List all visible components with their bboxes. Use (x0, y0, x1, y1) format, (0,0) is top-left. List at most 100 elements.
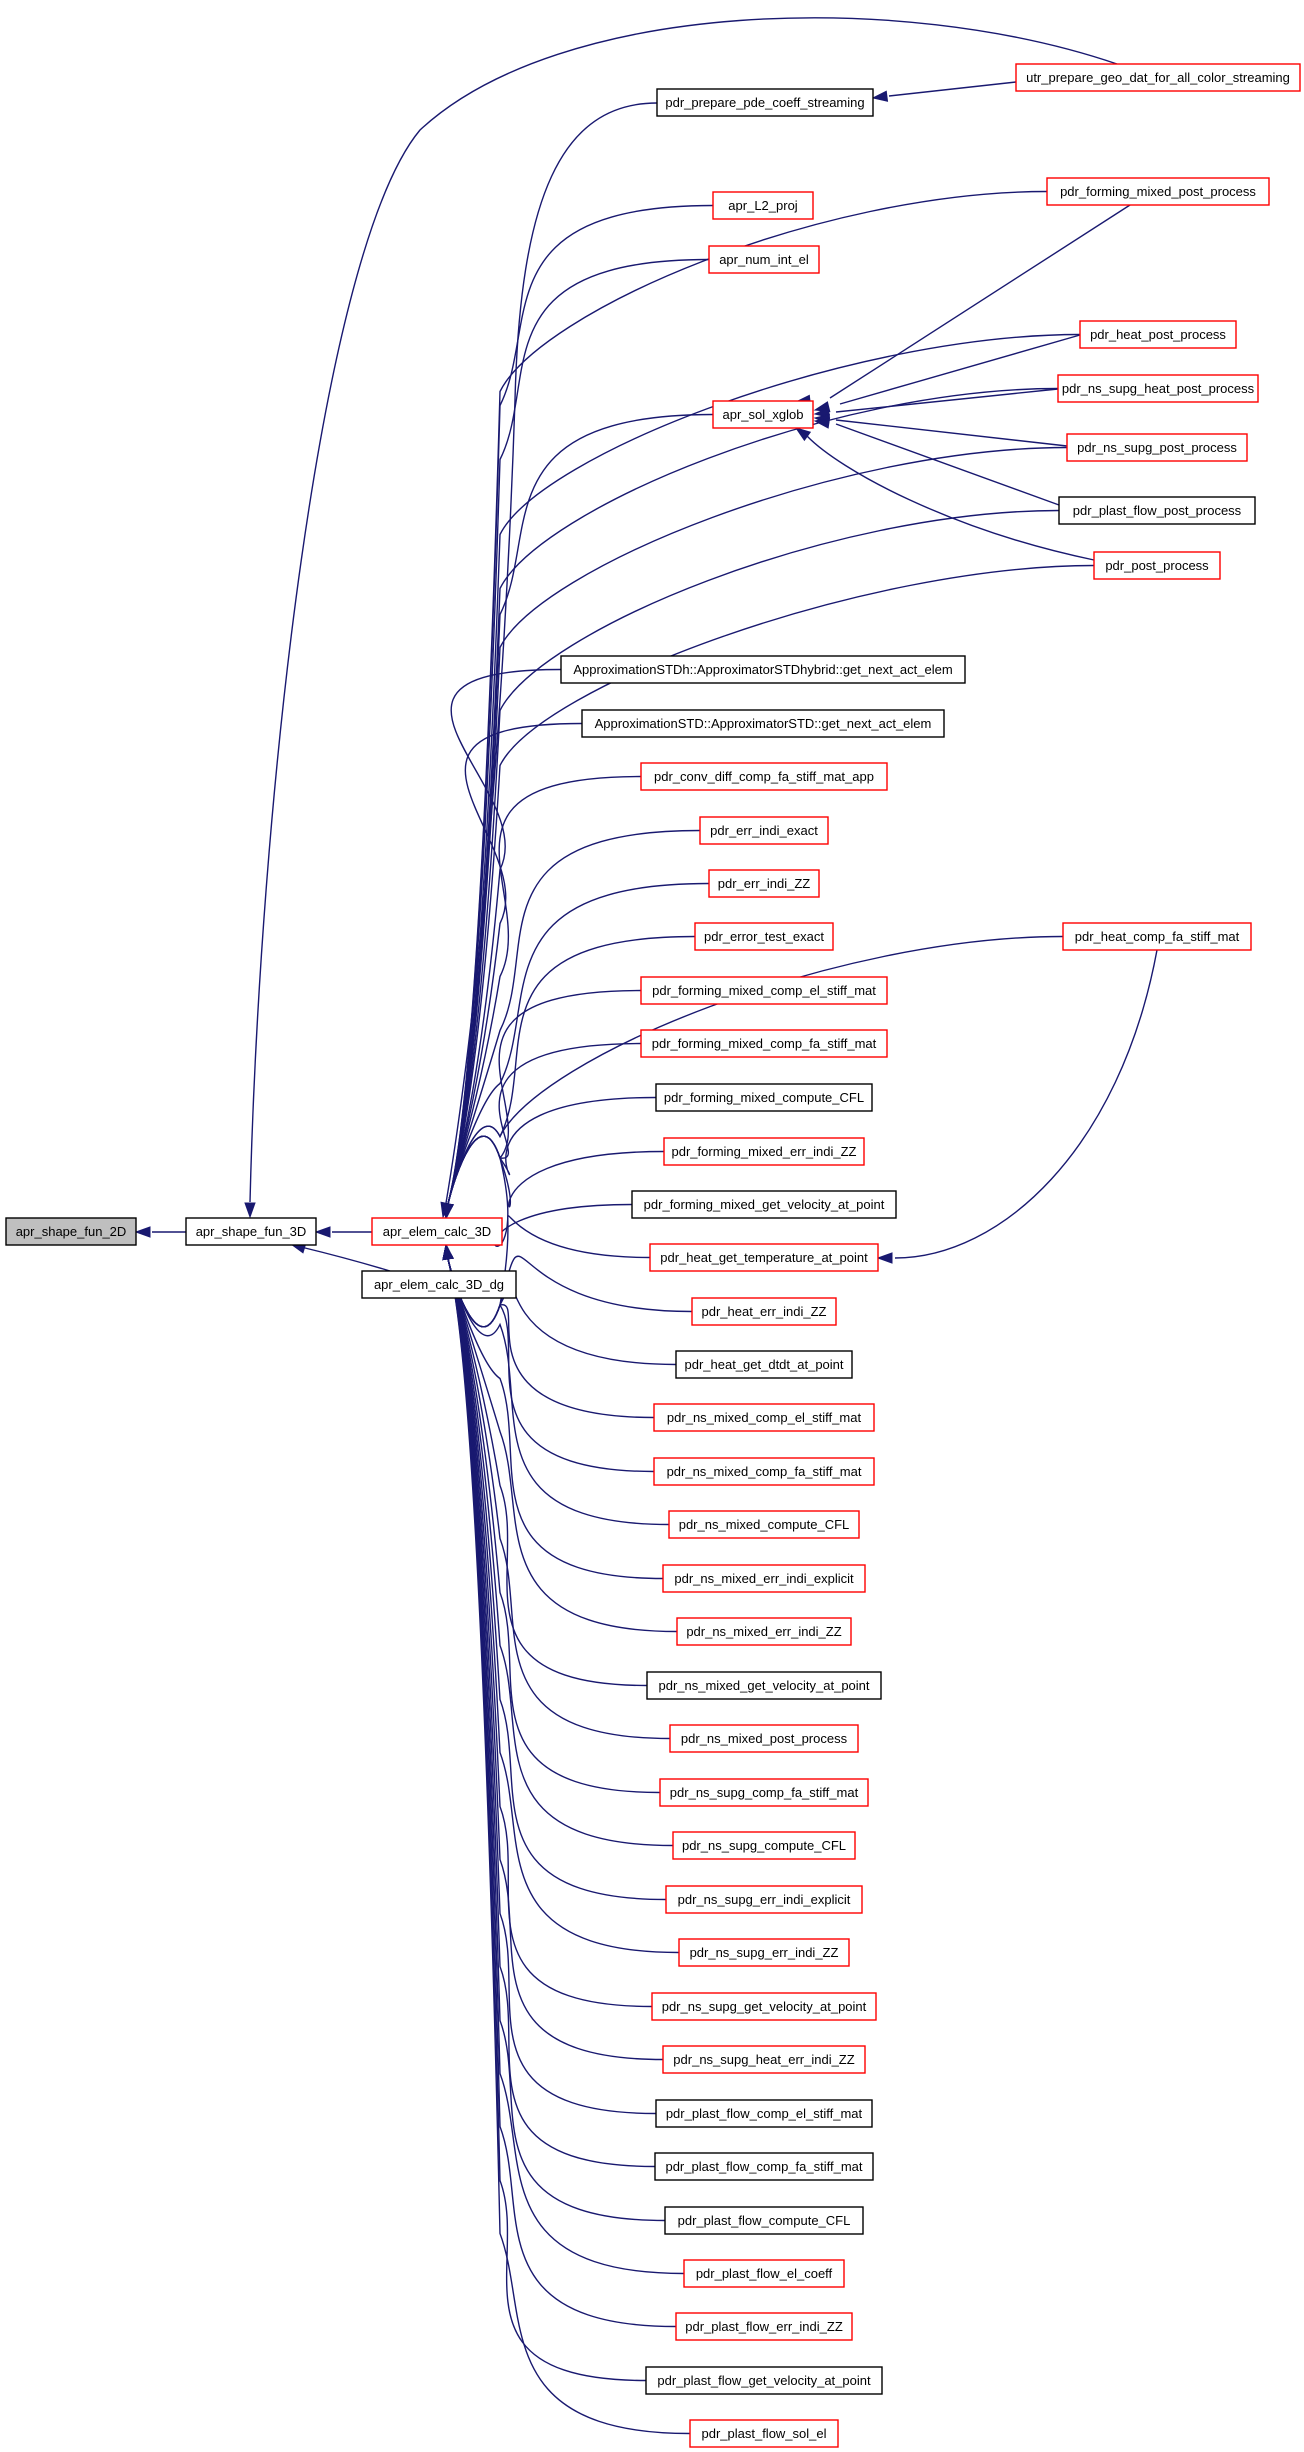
node-label: apr_L2_proj (728, 198, 797, 213)
arrowhead-n1-to-n0 (134, 1226, 151, 1238)
edge-n49-to-n2 (447, 1258, 691, 2435)
edge-n34-to-n2 (447, 1258, 678, 1633)
node-pdr-ns-supg-heat-err-indi-zz[interactable]: pdr_ns_supg_heat_err_indi_ZZ (662, 2045, 866, 2074)
node-pdr-heat-err-indi-zz[interactable]: pdr_heat_err_indi_ZZ (691, 1297, 837, 1326)
node-label: pdr_ns_supg_post_process (1077, 440, 1237, 455)
node-pdr-plast-flow-comp-fa-stiff-mat[interactable]: pdr_plast_flow_comp_fa_stiff_mat (654, 2152, 874, 2181)
node-pdr-plast-flow-get-velocity-at-point[interactable]: pdr_plast_flow_get_velocity_at_point (645, 2366, 883, 2395)
edge-n46-to-n2 (447, 1258, 685, 2275)
node-label: pdr_ns_supg_comp_fa_stiff_mat (670, 1785, 859, 1800)
node-approximationstdh-approximatorstdhybrid-get-next-act-elem[interactable]: ApproximationSTDh::ApproximatorSTDhybrid… (560, 655, 966, 684)
graph-edges (134, 17, 1158, 2435)
node-pdr-conv-diff-comp-fa-stiff-mat-app[interactable]: pdr_conv_diff_comp_fa_stiff_mat_app (640, 762, 888, 791)
node-pdr-ns-mixed-post-process[interactable]: pdr_ns_mixed_post_process (669, 1724, 859, 1753)
node-label: apr_elem_calc_3D (383, 1224, 491, 1239)
node-box (672, 1831, 856, 1860)
node-label: pdr_post_process (1105, 558, 1209, 573)
node-box (631, 1190, 897, 1219)
node-pdr-plast-flow-sol-el[interactable]: pdr_plast_flow_sol_el (689, 2419, 839, 2448)
edge-n43-to-n2 (447, 1258, 657, 2115)
node-pdr-plast-flow-err-indi-zz[interactable]: pdr_plast_flow_err_indi_ZZ (675, 2312, 853, 2341)
node-pdr-forming-mixed-err-indi-zz[interactable]: pdr_forming_mixed_err_indi_ZZ (663, 1137, 865, 1166)
node-approximationstd-approximatorstd-get-next-act-elem[interactable]: ApproximationSTD::ApproximatorSTD::get_n… (581, 709, 945, 738)
node-pdr-post-process[interactable]: pdr_post_process (1093, 551, 1221, 580)
node-pdr-heat-get-temperature-at-point[interactable]: pdr_heat_get_temperature_at_point (649, 1243, 879, 1272)
node-pdr-ns-supg-err-indi-zz[interactable]: pdr_ns_supg_err_indi_ZZ (678, 1938, 850, 1967)
node-pdr-forming-mixed-post-process[interactable]: pdr_forming_mixed_post_process (1046, 177, 1270, 206)
arrowhead-n5-to-n1 (244, 1202, 256, 1219)
node-label: pdr_err_indi_exact (710, 823, 818, 838)
node-label: pdr_error_test_exact (704, 929, 824, 944)
node-box (694, 922, 834, 951)
node-box (699, 816, 829, 845)
node-label: pdr_heat_post_process (1090, 327, 1226, 342)
node-pdr-ns-supg-compute-cfl[interactable]: pdr_ns_supg_compute_CFL (672, 1831, 856, 1860)
node-pdr-ns-mixed-get-velocity-at-point[interactable]: pdr_ns_mixed_get_velocity_at_point (646, 1671, 882, 1700)
node-pdr-ns-supg-heat-post-process[interactable]: pdr_ns_supg_heat_post_process (1057, 374, 1259, 403)
node-pdr-forming-mixed-get-velocity-at-point[interactable]: pdr_forming_mixed_get_velocity_at_point (631, 1190, 897, 1219)
node-pdr-heat-get-dtdt-at-point[interactable]: pdr_heat_get_dtdt_at_point (675, 1350, 853, 1379)
edge-n16-to-n2 (447, 722, 583, 1205)
node-box (1066, 433, 1248, 462)
node-pdr-heat-comp-fa-stiff-mat[interactable]: pdr_heat_comp_fa_stiff_mat (1062, 922, 1252, 951)
node-label: utr_prepare_geo_dat_for_all_color_stream… (1026, 70, 1290, 85)
node-box (581, 709, 945, 738)
node-label: pdr_plast_flow_err_indi_ZZ (685, 2319, 843, 2334)
node-pdr-prepare-pde-coeff-streaming[interactable]: pdr_prepare_pde_coeff_streaming (656, 88, 874, 117)
node-apr-shape-fun-2d[interactable]: apr_shape_fun_2D (5, 1217, 137, 1246)
node-label: apr_shape_fun_2D (16, 1224, 127, 1239)
node-pdr-plast-flow-post-process[interactable]: pdr_plast_flow_post_process (1058, 496, 1256, 525)
node-pdr-ns-mixed-err-indi-zz[interactable]: pdr_ns_mixed_err_indi_ZZ (676, 1617, 852, 1646)
node-box (645, 2366, 883, 2395)
node-utr-prepare-geo-dat-for-all-color-streaming[interactable]: utr_prepare_geo_dat_for_all_color_stream… (1015, 63, 1301, 92)
node-apr-shape-fun-3d[interactable]: apr_shape_fun_3D (185, 1217, 317, 1246)
node-box (664, 2206, 864, 2235)
node-label: apr_elem_calc_3D_dg (374, 1277, 504, 1292)
node-pdr-err-indi-exact[interactable]: pdr_err_indi_exact (699, 816, 829, 845)
node-pdr-heat-post-process[interactable]: pdr_heat_post_process (1079, 320, 1237, 349)
node-pdr-ns-mixed-comp-fa-stiff-mat[interactable]: pdr_ns_mixed_comp_fa_stiff_mat (653, 1457, 875, 1486)
node-box (654, 2152, 874, 2181)
edge-n5-to-n4 (888, 81, 1017, 97)
node-apr-elem-calc-3d-dg[interactable]: apr_elem_calc_3D_dg (361, 1270, 517, 1299)
node-box (668, 1510, 860, 1539)
node-box (1015, 63, 1301, 92)
node-apr-sol-xglob[interactable]: apr_sol_xglob (712, 400, 814, 429)
node-pdr-err-indi-zz[interactable]: pdr_err_indi_ZZ (708, 869, 820, 898)
edge-n10-to-n2 (447, 387, 1059, 1205)
arrowhead-n13-to-n11 (813, 417, 831, 429)
node-apr-elem-calc-3d[interactable]: apr_elem_calc_3D (371, 1217, 503, 1246)
node-box (708, 869, 820, 898)
node-apr-num-int-el[interactable]: apr_num_int_el (708, 245, 820, 274)
node-box (662, 2045, 866, 2074)
node-pdr-forming-mixed-compute-cfl[interactable]: pdr_forming_mixed_compute_CFL (655, 1083, 873, 1112)
node-pdr-ns-mixed-comp-el-stiff-mat[interactable]: pdr_ns_mixed_comp_el_stiff_mat (653, 1403, 875, 1432)
arrowhead-n49-to-n2 (442, 1243, 454, 1261)
node-label: apr_sol_xglob (723, 407, 804, 422)
node-pdr-ns-supg-err-indi-explicit[interactable]: pdr_ns_supg_err_indi_explicit (665, 1885, 863, 1914)
node-pdr-ns-supg-comp-fa-stiff-mat[interactable]: pdr_ns_supg_comp_fa_stiff_mat (659, 1778, 869, 1807)
node-pdr-ns-mixed-compute-cfl[interactable]: pdr_ns_mixed_compute_CFL (668, 1510, 860, 1539)
node-pdr-plast-flow-compute-cfl[interactable]: pdr_plast_flow_compute_CFL (664, 2206, 864, 2235)
node-label: pdr_forming_mixed_compute_CFL (664, 1090, 864, 1105)
node-pdr-forming-mixed-comp-fa-stiff-mat[interactable]: pdr_forming_mixed_comp_fa_stiff_mat (640, 1029, 888, 1058)
node-label: pdr_ns_mixed_get_velocity_at_point (658, 1678, 869, 1693)
edge-n9-to-n11 (839, 334, 1081, 405)
node-box (656, 88, 874, 117)
node-pdr-error-test-exact[interactable]: pdr_error_test_exact (694, 922, 834, 951)
node-label: pdr_ns_supg_err_indi_explicit (678, 1892, 851, 1907)
node-label: pdr_heat_comp_fa_stiff_mat (1075, 929, 1240, 944)
edge-n21-to-n27 (894, 949, 1158, 1259)
node-box (1058, 496, 1256, 525)
node-pdr-ns-mixed-err-indi-explicit[interactable]: pdr_ns_mixed_err_indi_explicit (662, 1564, 866, 1593)
node-pdr-forming-mixed-comp-el-stiff-mat[interactable]: pdr_forming_mixed_comp_el_stiff_mat (640, 976, 888, 1005)
node-apr-l2-proj[interactable]: apr_L2_proj (712, 191, 814, 220)
node-box (1093, 551, 1221, 580)
node-pdr-ns-supg-get-velocity-at-point[interactable]: pdr_ns_supg_get_velocity_at_point (651, 1992, 877, 2021)
node-label: pdr_plast_flow_compute_CFL (678, 2213, 851, 2228)
node-pdr-plast-flow-comp-el-stiff-mat[interactable]: pdr_plast_flow_comp_el_stiff_mat (655, 2099, 873, 2128)
node-pdr-plast-flow-el-coeff[interactable]: pdr_plast_flow_el_coeff (683, 2259, 845, 2288)
node-pdr-ns-supg-post-process[interactable]: pdr_ns_supg_post_process (1066, 433, 1248, 462)
edge-n42-to-n2 (447, 1258, 664, 2061)
node-box (361, 1270, 517, 1299)
